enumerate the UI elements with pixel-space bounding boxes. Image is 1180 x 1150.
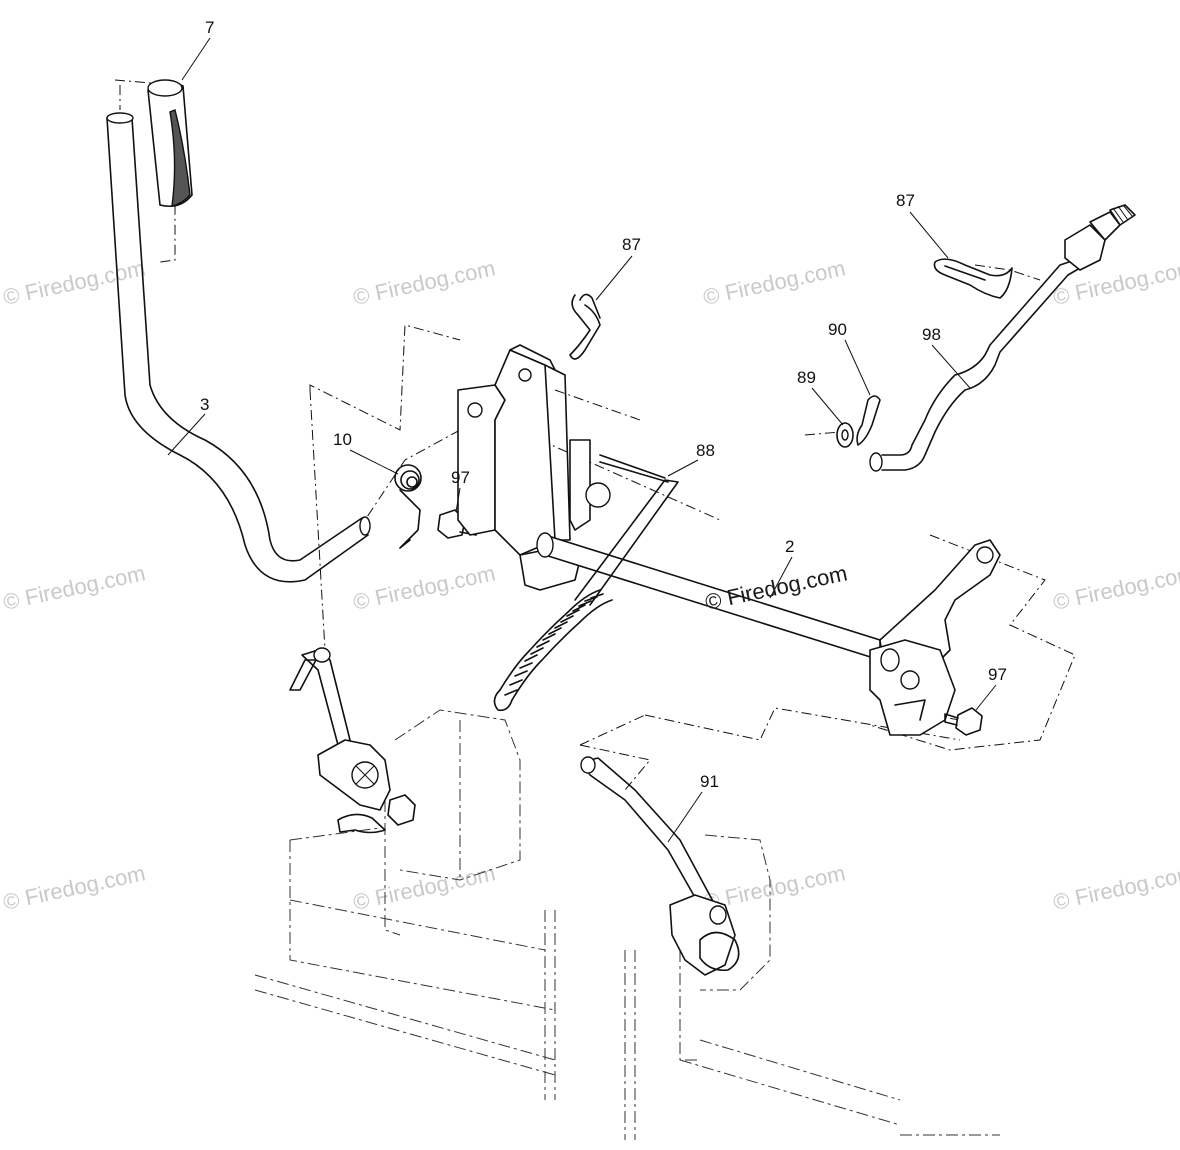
part-97-bolt-right <box>944 707 983 736</box>
watermark: © Firedog.com <box>1051 560 1180 615</box>
callout-98: 98 <box>922 325 941 344</box>
callout-91: 91 <box>700 772 719 791</box>
part-87-hairpin-clip-right <box>933 258 1013 299</box>
callout-90: 90 <box>828 320 847 339</box>
part-98-adjuster-rod <box>869 204 1136 472</box>
center-bracket <box>457 344 611 591</box>
callout-2: 2 <box>785 537 794 556</box>
watermark: © Firedog.com <box>1 255 148 310</box>
callout-87-right: 87 <box>896 191 915 210</box>
callout-97-left: 97 <box>451 468 470 487</box>
spring-coils <box>493 589 613 712</box>
part-90-clip <box>856 395 881 446</box>
watermark: © Firedog.com <box>351 560 498 615</box>
callouts: 7 3 10 97 87 88 2 87 90 89 98 97 91 <box>167 18 1007 843</box>
part-2-cross-shaft <box>536 532 1001 736</box>
watermark: © Firedog.com <box>351 255 498 310</box>
part-91-lift-link <box>580 756 740 976</box>
callout-10: 10 <box>333 430 352 449</box>
watermark: © Firedog.com <box>1 860 148 915</box>
phantom-chassis <box>254 709 1000 1140</box>
callout-3: 3 <box>200 395 209 414</box>
watermark: © Firedog.com <box>1051 860 1180 915</box>
callout-87-center: 87 <box>622 235 641 254</box>
part-3-lift-handle <box>106 112 371 583</box>
watermark: © Firedog.com <box>1051 255 1180 310</box>
part-87-hairpin-clip-center <box>569 293 601 360</box>
left-lift-link <box>289 647 416 834</box>
part-7-grip <box>147 79 193 208</box>
callout-89: 89 <box>797 368 816 387</box>
part-89-washer <box>836 422 854 448</box>
part-88-extension-spring <box>493 454 679 712</box>
watermark-layer: © Firedog.com © Firedog.com © Firedog.co… <box>1 255 1180 915</box>
part-10-torsion-spring <box>394 464 422 549</box>
watermark: © Firedog.com <box>351 860 498 915</box>
callout-7: 7 <box>205 18 214 37</box>
callout-88: 88 <box>696 441 715 460</box>
watermark: © Firedog.com <box>701 255 848 310</box>
watermark: © Firedog.com <box>1 560 148 615</box>
callout-97-right: 97 <box>988 665 1007 684</box>
